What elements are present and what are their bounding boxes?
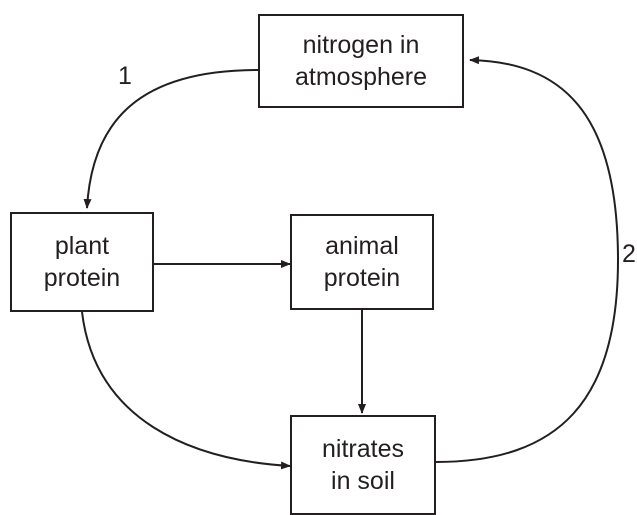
node-nitrates-in-soil: nitrates in soil xyxy=(290,415,436,515)
node-label-plant: plant protein xyxy=(43,232,121,292)
process-label-2: 2 xyxy=(622,240,636,268)
node-plant-protein: plant protein xyxy=(10,212,154,312)
process-label-1: 1 xyxy=(118,62,132,90)
node-label-soil: nitrates in soil xyxy=(322,435,404,495)
node-nitrogen-in-atmosphere: nitrogen in atmosphere xyxy=(258,14,464,108)
arrow-plant-to-soil xyxy=(81,311,291,470)
node-label-animal: animal protein xyxy=(323,232,401,292)
node-label-atmosphere: nitrogen in atmosphere xyxy=(294,31,428,91)
node-animal-protein: animal protein xyxy=(290,214,434,310)
arrow-atmosphere-to-plant xyxy=(83,69,259,209)
arrow-soil-to-atmosphere xyxy=(435,56,620,463)
